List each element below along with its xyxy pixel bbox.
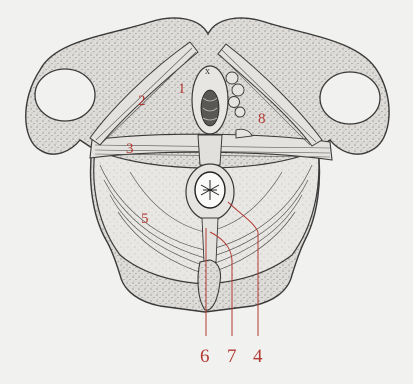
vaginal-orifice: [201, 90, 219, 126]
perineal-body: [198, 135, 222, 165]
left-obturator-opening: [35, 69, 95, 121]
label-7: 7: [227, 347, 237, 366]
label-6: 6: [200, 347, 210, 366]
label-x: x: [205, 67, 210, 77]
label-4: 4: [253, 347, 263, 366]
label-1: 1: [178, 82, 186, 97]
label-8: 8: [258, 112, 266, 127]
label-2: 2: [138, 94, 146, 109]
label-5: 5: [141, 212, 149, 227]
anococcygeal-ligament: [202, 218, 218, 262]
label-3: 3: [126, 142, 134, 157]
right-obturator-opening: [320, 72, 380, 124]
